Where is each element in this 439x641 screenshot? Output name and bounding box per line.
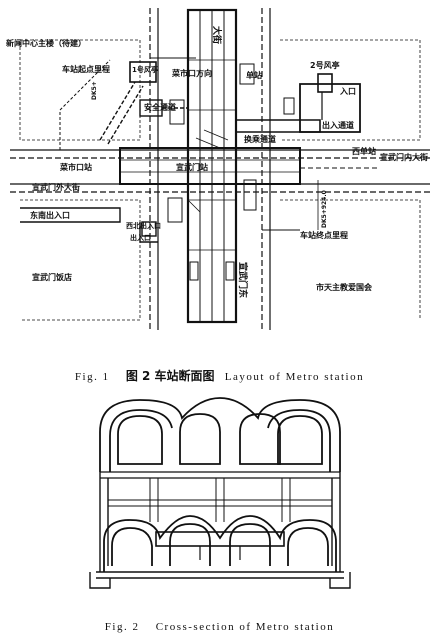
label-exit-3: 出入口 xyxy=(130,233,151,242)
label-start-mileage-value: DK5+ xyxy=(91,81,98,100)
label-start-mileage: 车站起点里程 xyxy=(62,64,110,74)
station-layout-plan: 新闻中心主楼（待建） 车站起点里程 DK5+ 1号风亭 2号风亭 大街 菜市口方… xyxy=(6,8,430,330)
label-xuanwumen-inner: 宣武门内大街 xyxy=(380,152,428,162)
label-entrance-b: 出入通道 xyxy=(322,120,354,130)
label-street-south: 宣武门东 xyxy=(237,262,249,298)
figure-2-title-en: Cross-section of Metro station xyxy=(155,621,335,633)
label-church: 市天主教爱国会 xyxy=(316,282,372,292)
label-xidan-station: 单站 xyxy=(246,70,262,80)
label-transfer: 换乘通道 xyxy=(244,134,276,144)
label-nw-entrance: 西北出入口 xyxy=(126,221,161,230)
label-hotel: 宣武门饭店 xyxy=(32,272,72,282)
label-vent-2: 2号风亭 xyxy=(310,60,340,70)
figure-2-number: Fig. 2 xyxy=(104,621,140,633)
figure-1-title-cn: 图 2 车站断面图 xyxy=(125,369,215,383)
label-safety-exit: 安全通道 xyxy=(144,102,176,112)
label-xuanwumen-outer: 宣武门外大街 xyxy=(32,182,80,192)
figure-2-caption: Fig. 2 Cross-section of Metro station xyxy=(0,621,439,633)
figure-1-number: Fig. 1 xyxy=(74,371,110,383)
label-caishikou-line: 菜市口方向 xyxy=(171,68,212,78)
label-xuanwumen-station: 宣武门站 xyxy=(176,162,208,172)
label-end-mileage: 车站终点里程 xyxy=(300,230,348,240)
label-street-north: 大街 xyxy=(211,26,223,44)
label-vent-1: 1号风亭 xyxy=(132,65,158,74)
label-news-center: 新闻中心主楼（待建） xyxy=(6,38,86,48)
station-cross-section xyxy=(89,397,351,589)
figure-1-caption: Fig. 1 图 2 车站断面图 Layout of Metro station xyxy=(0,367,439,384)
label-caishikou-station: 菜市口站 xyxy=(59,162,92,172)
label-entrance-a: 入口 xyxy=(339,87,356,96)
figure-1-title-en: Layout of Metro station xyxy=(224,371,365,383)
label-end-mileage-value: DK5+924.0 xyxy=(321,190,328,228)
label-xidan: 西单站 xyxy=(352,146,376,156)
label-east-entrance: 东南出入口 xyxy=(30,210,70,220)
